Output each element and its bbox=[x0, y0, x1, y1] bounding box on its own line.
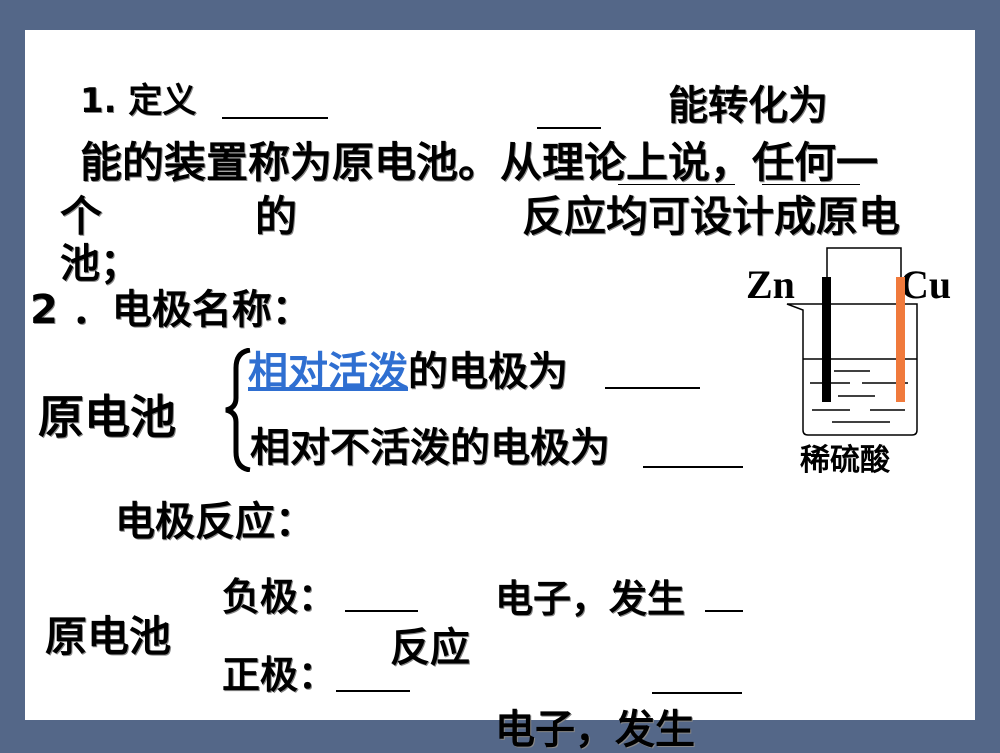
cell-label-2: 原电池 bbox=[45, 612, 172, 661]
active-rest: 的电极为 bbox=[408, 349, 568, 395]
electrode-names-title: 2 ．电极名称： bbox=[30, 287, 312, 333]
copper-electrode bbox=[896, 277, 905, 402]
galvanic-cell-diagram: Zn Cu 稀硫酸 bbox=[746, 247, 951, 478]
active-highlight: 相对活泼 bbox=[248, 349, 408, 395]
blank-4 bbox=[762, 184, 860, 185]
blank-2 bbox=[537, 127, 601, 129]
definition-text-3b: 的 bbox=[255, 192, 298, 241]
blank-7 bbox=[345, 610, 418, 612]
blank-5 bbox=[605, 387, 700, 389]
inactive-electrode-line: 相对不活泼的电极为 bbox=[250, 425, 610, 471]
definition-text-3a: 个 bbox=[60, 192, 103, 241]
definition-text-1: 能转化为 bbox=[668, 83, 828, 129]
definition-label: 1. 定义 bbox=[80, 81, 197, 121]
blank-8 bbox=[705, 610, 743, 612]
cu-label: Cu bbox=[900, 262, 951, 307]
zn-label: Zn bbox=[746, 262, 795, 307]
definition-text-4: 池； bbox=[60, 241, 140, 287]
solution-label: 稀硫酸 bbox=[800, 443, 891, 478]
slide bbox=[25, 30, 975, 720]
positive-label: 正极： bbox=[222, 653, 337, 697]
brace-icon bbox=[225, 348, 251, 472]
blank-6 bbox=[643, 466, 743, 468]
blank-9 bbox=[336, 690, 410, 692]
wire bbox=[826, 247, 902, 277]
zinc-electrode bbox=[822, 277, 831, 402]
definition-text-2: 能的装置称为原电池。从理论上说，任何一 bbox=[80, 138, 879, 187]
blank-3 bbox=[618, 184, 735, 185]
active-electrode-line: 相对活泼的电极为 bbox=[248, 352, 568, 392]
negative-electron-text: 电子，发生 bbox=[495, 577, 686, 621]
negative-label: 负极： bbox=[222, 575, 337, 619]
cell-label: 原电池 bbox=[38, 390, 176, 444]
positive-electron-text: 电子，发生 bbox=[495, 707, 695, 753]
blank-10 bbox=[652, 692, 742, 694]
beaker bbox=[786, 303, 918, 436]
electrode-reaction-title: 电极反应： bbox=[115, 499, 315, 545]
reaction-text: 反应 bbox=[390, 625, 470, 671]
blank-1 bbox=[222, 117, 328, 119]
definition-text-3c: 反应均可设计成原电 bbox=[522, 192, 901, 241]
